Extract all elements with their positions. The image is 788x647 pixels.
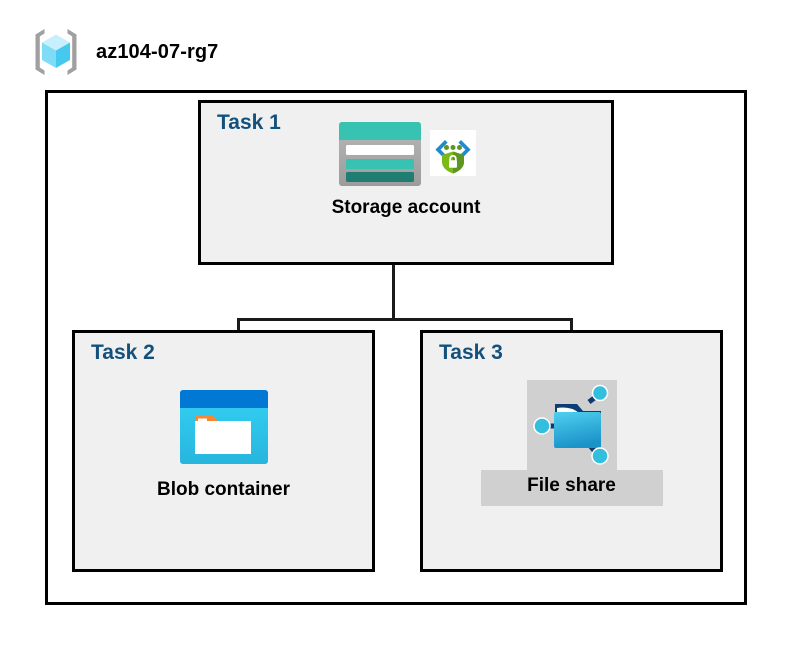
blob-container-caption: Blob container bbox=[156, 479, 290, 500]
resource-group-icon bbox=[30, 26, 82, 78]
file-share-icon-backdrop bbox=[526, 380, 617, 470]
resource-group-header: az104-07-rg7 bbox=[30, 26, 218, 78]
storage-icon-row bbox=[337, 120, 476, 188]
node-storage-account: Storage account bbox=[198, 120, 614, 219]
storage-account-icon bbox=[337, 120, 423, 188]
file-share-caption: File share bbox=[527, 475, 616, 496]
file-share-highlight: File share bbox=[480, 380, 663, 506]
storage-account-caption: Storage account bbox=[331, 197, 481, 218]
task-1-label: Task 1 bbox=[217, 111, 281, 134]
node-file-share: File share bbox=[420, 380, 723, 506]
task-3-label: Task 3 bbox=[439, 341, 503, 364]
file-share-caption-backdrop: File share bbox=[480, 470, 663, 506]
resource-group-name: az104-07-rg7 bbox=[96, 40, 219, 63]
connector-trunk bbox=[392, 225, 395, 320]
blob-icon-row bbox=[178, 388, 270, 466]
file-share-icon bbox=[527, 382, 617, 470]
task-2-label: Task 2 bbox=[91, 341, 155, 364]
connector-bus bbox=[237, 318, 573, 321]
blob-container-icon bbox=[178, 388, 270, 466]
node-blob-container: Blob container bbox=[72, 388, 375, 501]
resource-group-boundary bbox=[45, 90, 747, 605]
secure-endpoint-icon bbox=[423, 120, 476, 176]
